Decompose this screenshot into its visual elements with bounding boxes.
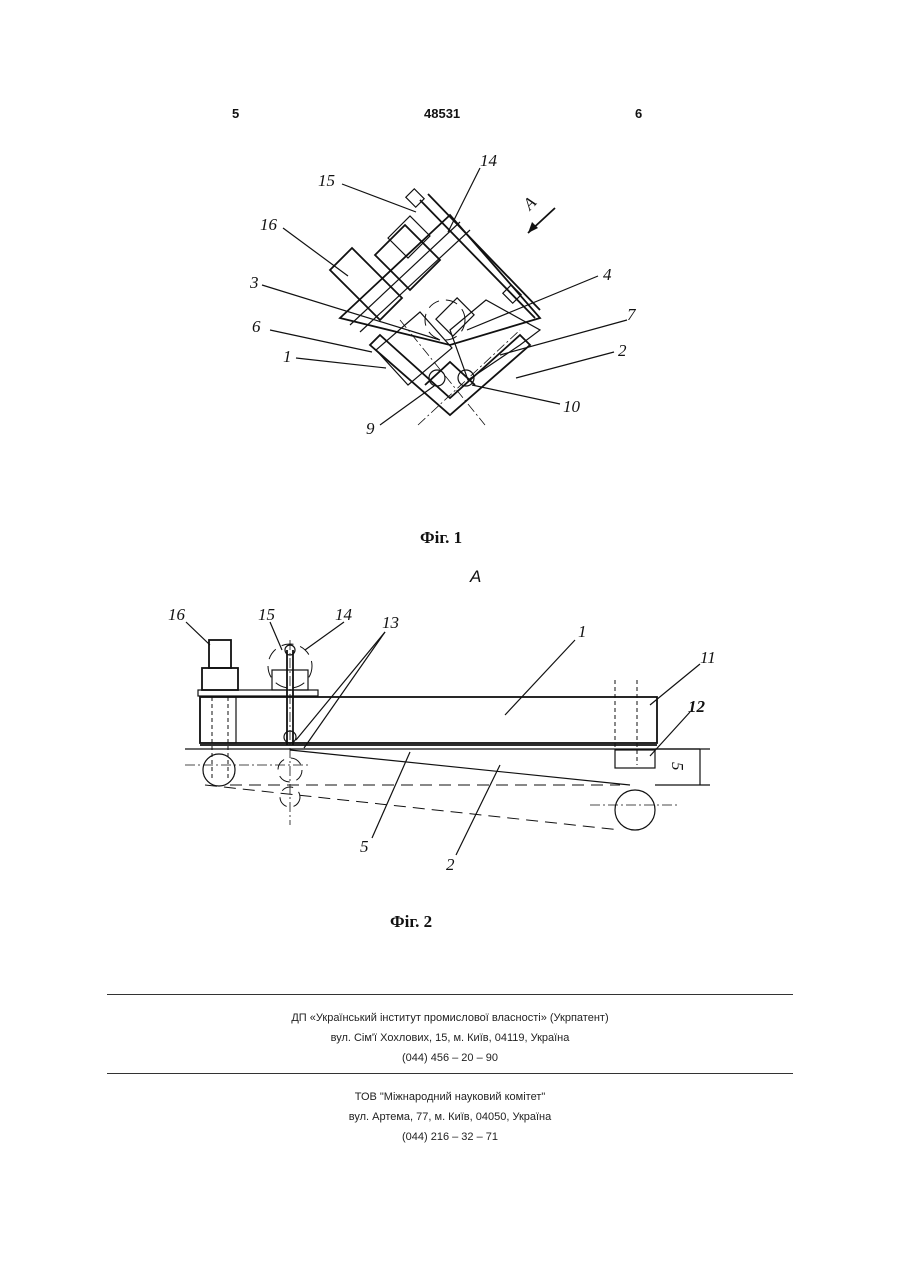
divider: [107, 994, 793, 995]
fig2-leader-15: [270, 622, 282, 650]
fig1-plate-14: [420, 200, 535, 318]
fig1-leader-2: [516, 352, 614, 378]
fig1-label-2: 2: [618, 341, 627, 360]
figure-1-caption: Фіг. 1: [420, 528, 462, 548]
page-number-left: 5: [232, 106, 239, 121]
fig2-label-2: 2: [446, 855, 455, 874]
fig2-leader-14: [305, 622, 344, 650]
fig1-leader-4: [467, 276, 598, 330]
fig2-plate-2: [290, 750, 630, 785]
printer-phone: (044) 216 – 32 – 71: [107, 1127, 793, 1147]
page-number-right: 6: [635, 106, 642, 121]
fig2-label-11: 11: [700, 648, 716, 667]
fig1-leader-3: [262, 285, 440, 340]
figure-2-caption: Фіг. 2: [390, 912, 432, 932]
fig2-label-16: 16: [168, 605, 186, 624]
fig2-left-wheel: [203, 754, 235, 786]
fig1-label-14: 14: [480, 151, 498, 170]
fig1-gearbox-top: [388, 216, 430, 258]
fig2-label-13: 13: [382, 613, 399, 632]
fig2-leader-1: [505, 640, 575, 715]
fig1-leader-15: [342, 184, 416, 212]
fig1-leader-1: [296, 358, 386, 368]
fig2-label-15: 15: [258, 605, 275, 624]
fig1-label-6: 6: [252, 317, 261, 336]
fig2-leader-2: [456, 765, 500, 855]
fig1-leader-7: [500, 320, 627, 355]
fig2-left-block: [200, 697, 236, 743]
fig2-label-12: 12: [688, 697, 706, 716]
fig1-plate-14: [428, 194, 540, 310]
fig1-leader-10: [472, 385, 560, 404]
publisher-info: ДП «Український інститут промислової вла…: [107, 1008, 793, 1068]
printer-info: ТОВ "Міжнародний науковий комітет" вул. …: [107, 1087, 793, 1147]
fig1-label-15: 15: [318, 171, 335, 190]
fig2-beam-1: [200, 697, 657, 743]
fig1-view-label: A: [519, 192, 541, 214]
fig1-label-9: 9: [366, 419, 375, 438]
fig2-leader-13a: [296, 632, 385, 740]
divider: [107, 1073, 793, 1074]
fig1-side-plate-1: [376, 312, 452, 385]
fig1-label-16: 16: [260, 215, 278, 234]
printer-address: вул. Артема, 77, м. Київ, 04050, Україна: [107, 1107, 793, 1127]
fig2-tilted-position: [205, 785, 620, 830]
publisher-address: вул. Сім'ї Хохлових, 15, м. Київ, 04119,…: [107, 1028, 793, 1048]
fig1-label-3: 3: [249, 273, 259, 292]
fig2-leader-16: [186, 622, 210, 645]
fig1-view-arrowhead: [528, 222, 538, 233]
fig1-leader-9: [380, 386, 434, 425]
fig1-trough-body: [370, 335, 530, 415]
fig2-leader-5: [372, 752, 410, 838]
fig1-drive-wheel: [425, 300, 465, 340]
printer-name: ТОВ "Міжнародний науковий комітет": [107, 1087, 793, 1107]
fig1-frame-edge: [350, 222, 460, 325]
fig1-bolt: [406, 189, 424, 207]
fig2-label-14: 14: [335, 605, 353, 624]
fig2-label-5: 5: [360, 837, 369, 856]
figure-1-drawing: A 15 14 16 3 4 6 7 1 2 9 10: [0, 140, 900, 460]
fig2-label-1: 1: [578, 622, 587, 641]
fig2-right-wheel: [615, 790, 655, 830]
fig1-label-1: 1: [283, 347, 292, 366]
publisher-name: ДП «Український інститут промислової вла…: [107, 1008, 793, 1028]
fig2-bracket-12: [615, 750, 655, 768]
fig1-leader-16: [283, 228, 348, 276]
fig1-label-4: 4: [603, 265, 612, 284]
fig1-label-7: 7: [627, 305, 637, 324]
fig1-drive-block: [436, 298, 474, 336]
fig2-motor-16-top: [209, 640, 231, 668]
fig2-dim-value: 5: [668, 762, 687, 771]
fig1-label-10: 10: [563, 397, 581, 416]
fig2-motor-16: [202, 668, 238, 690]
figure-2-drawing: 5 16 15 14 13 1 11 12 5 2: [0, 560, 900, 890]
fig2-mount-plate: [198, 690, 318, 696]
publisher-phone: (044) 456 – 20 – 90: [107, 1048, 793, 1068]
patent-number: 48531: [424, 106, 460, 121]
fig1-leader-14: [448, 168, 480, 232]
